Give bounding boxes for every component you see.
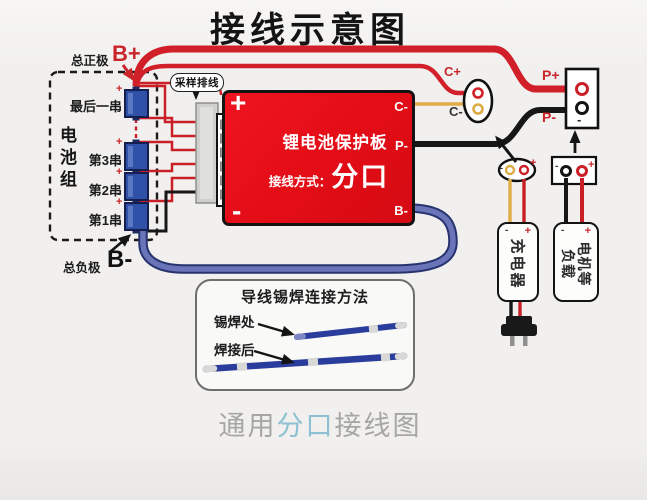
caption-suffix: 接线图 — [334, 411, 422, 441]
battery-cells — [124, 86, 149, 234]
charger-minus-mark: - — [505, 225, 509, 236]
load-plug-plus-mark: + — [588, 159, 595, 171]
total-negative-label: 总负极 — [63, 261, 101, 275]
total-positive-label: 总正极 — [71, 54, 109, 68]
caption-prefix: 通用 — [218, 411, 277, 441]
board-mode-value: 分口 — [331, 162, 390, 192]
sampling-connector — [195, 102, 219, 204]
solder-guide-box: 导线锡焊连接方法 锡焊处 焊接后 — [195, 279, 415, 391]
cell-label-last: 最后一串 — [69, 99, 122, 114]
cell4-minus-mark: - — [117, 218, 121, 230]
wire-b-plus-to-p-plus — [132, 45, 566, 93]
total-negative-terminal: B- — [107, 246, 133, 273]
p-minus-label: P- — [542, 109, 556, 125]
after-welding-label: 焊接后 — [214, 343, 255, 358]
discharge-port-connector — [564, 67, 600, 130]
cell4-plus-mark: + — [116, 196, 123, 208]
board-terminal-c-minus: C- — [394, 99, 408, 114]
p-plus-label: P+ — [542, 67, 560, 83]
c-minus-label: C- — [449, 104, 463, 119]
c-plus-label: C+ — [444, 64, 461, 79]
board-plus-mark: + — [230, 87, 247, 118]
cell1-plus-mark: + — [116, 83, 123, 95]
diagram-title: 接线示意图 — [209, 11, 410, 50]
charge-port-connector — [462, 78, 494, 124]
charger-label: 充电器 — [508, 238, 526, 290]
battery-pack-outline — [48, 70, 159, 242]
board-terminal-b-minus: B- — [394, 203, 408, 218]
load-box: - + 电机等 负载 — [553, 222, 599, 302]
wire-b-minus-blue — [138, 203, 458, 274]
caption-highlight: 分口 — [276, 411, 335, 441]
board-minus-mark: - — [232, 195, 242, 226]
charger-plug-connector — [497, 157, 537, 224]
caption: 通用分口接线图 — [0, 404, 640, 443]
solder-point-label: 锡焊处 — [214, 315, 255, 330]
ac-plug — [501, 300, 537, 346]
cell3-plus-mark: + — [116, 166, 123, 178]
load-plug-minus-mark: - — [555, 161, 559, 172]
cell-label-2: 第2串 — [88, 183, 122, 198]
sampling-negative-wire — [137, 190, 200, 233]
cell2-plus-mark: + — [116, 136, 123, 148]
sampling-cable-label: 采样排线 — [170, 73, 224, 92]
protection-board: + - 锂电池保护板 接线方式：分口 C- P- B- — [222, 87, 415, 226]
charger-plug-plus-mark: + — [530, 157, 537, 169]
charger-plus-mark: + — [524, 225, 531, 237]
board-mode: 接线方式：分口 — [243, 155, 415, 194]
discharge-port-minus-mark: - — [577, 112, 582, 127]
load-plus-mark: + — [584, 225, 591, 237]
cell1-minus-mark: - — [117, 105, 121, 117]
load-plug-connector — [550, 155, 598, 224]
load-label: 电机等 负载 — [560, 241, 593, 287]
charger-box: - + 充电器 — [497, 222, 539, 302]
wire-b-plus-to-c-plus — [133, 63, 470, 96]
load-minus-mark: - — [561, 225, 565, 236]
total-positive-terminal: B+ — [112, 41, 141, 66]
board-name: 锂电池保护板 — [282, 134, 388, 152]
board-mode-label: 接线方式： — [268, 175, 332, 189]
charger-plug-minus-mark: - — [500, 163, 503, 173]
solder-guide-title: 导线锡焊连接方法 — [240, 289, 369, 306]
board-terminal-p-minus: P- — [395, 138, 408, 153]
cell-label-3: 第3串 — [88, 153, 122, 168]
battery-group-label: 电池组 — [57, 126, 76, 192]
cell3-minus-mark: - — [117, 188, 121, 200]
cell-label-1: 第1串 — [88, 213, 122, 228]
cell2-minus-mark: - — [117, 158, 121, 170]
